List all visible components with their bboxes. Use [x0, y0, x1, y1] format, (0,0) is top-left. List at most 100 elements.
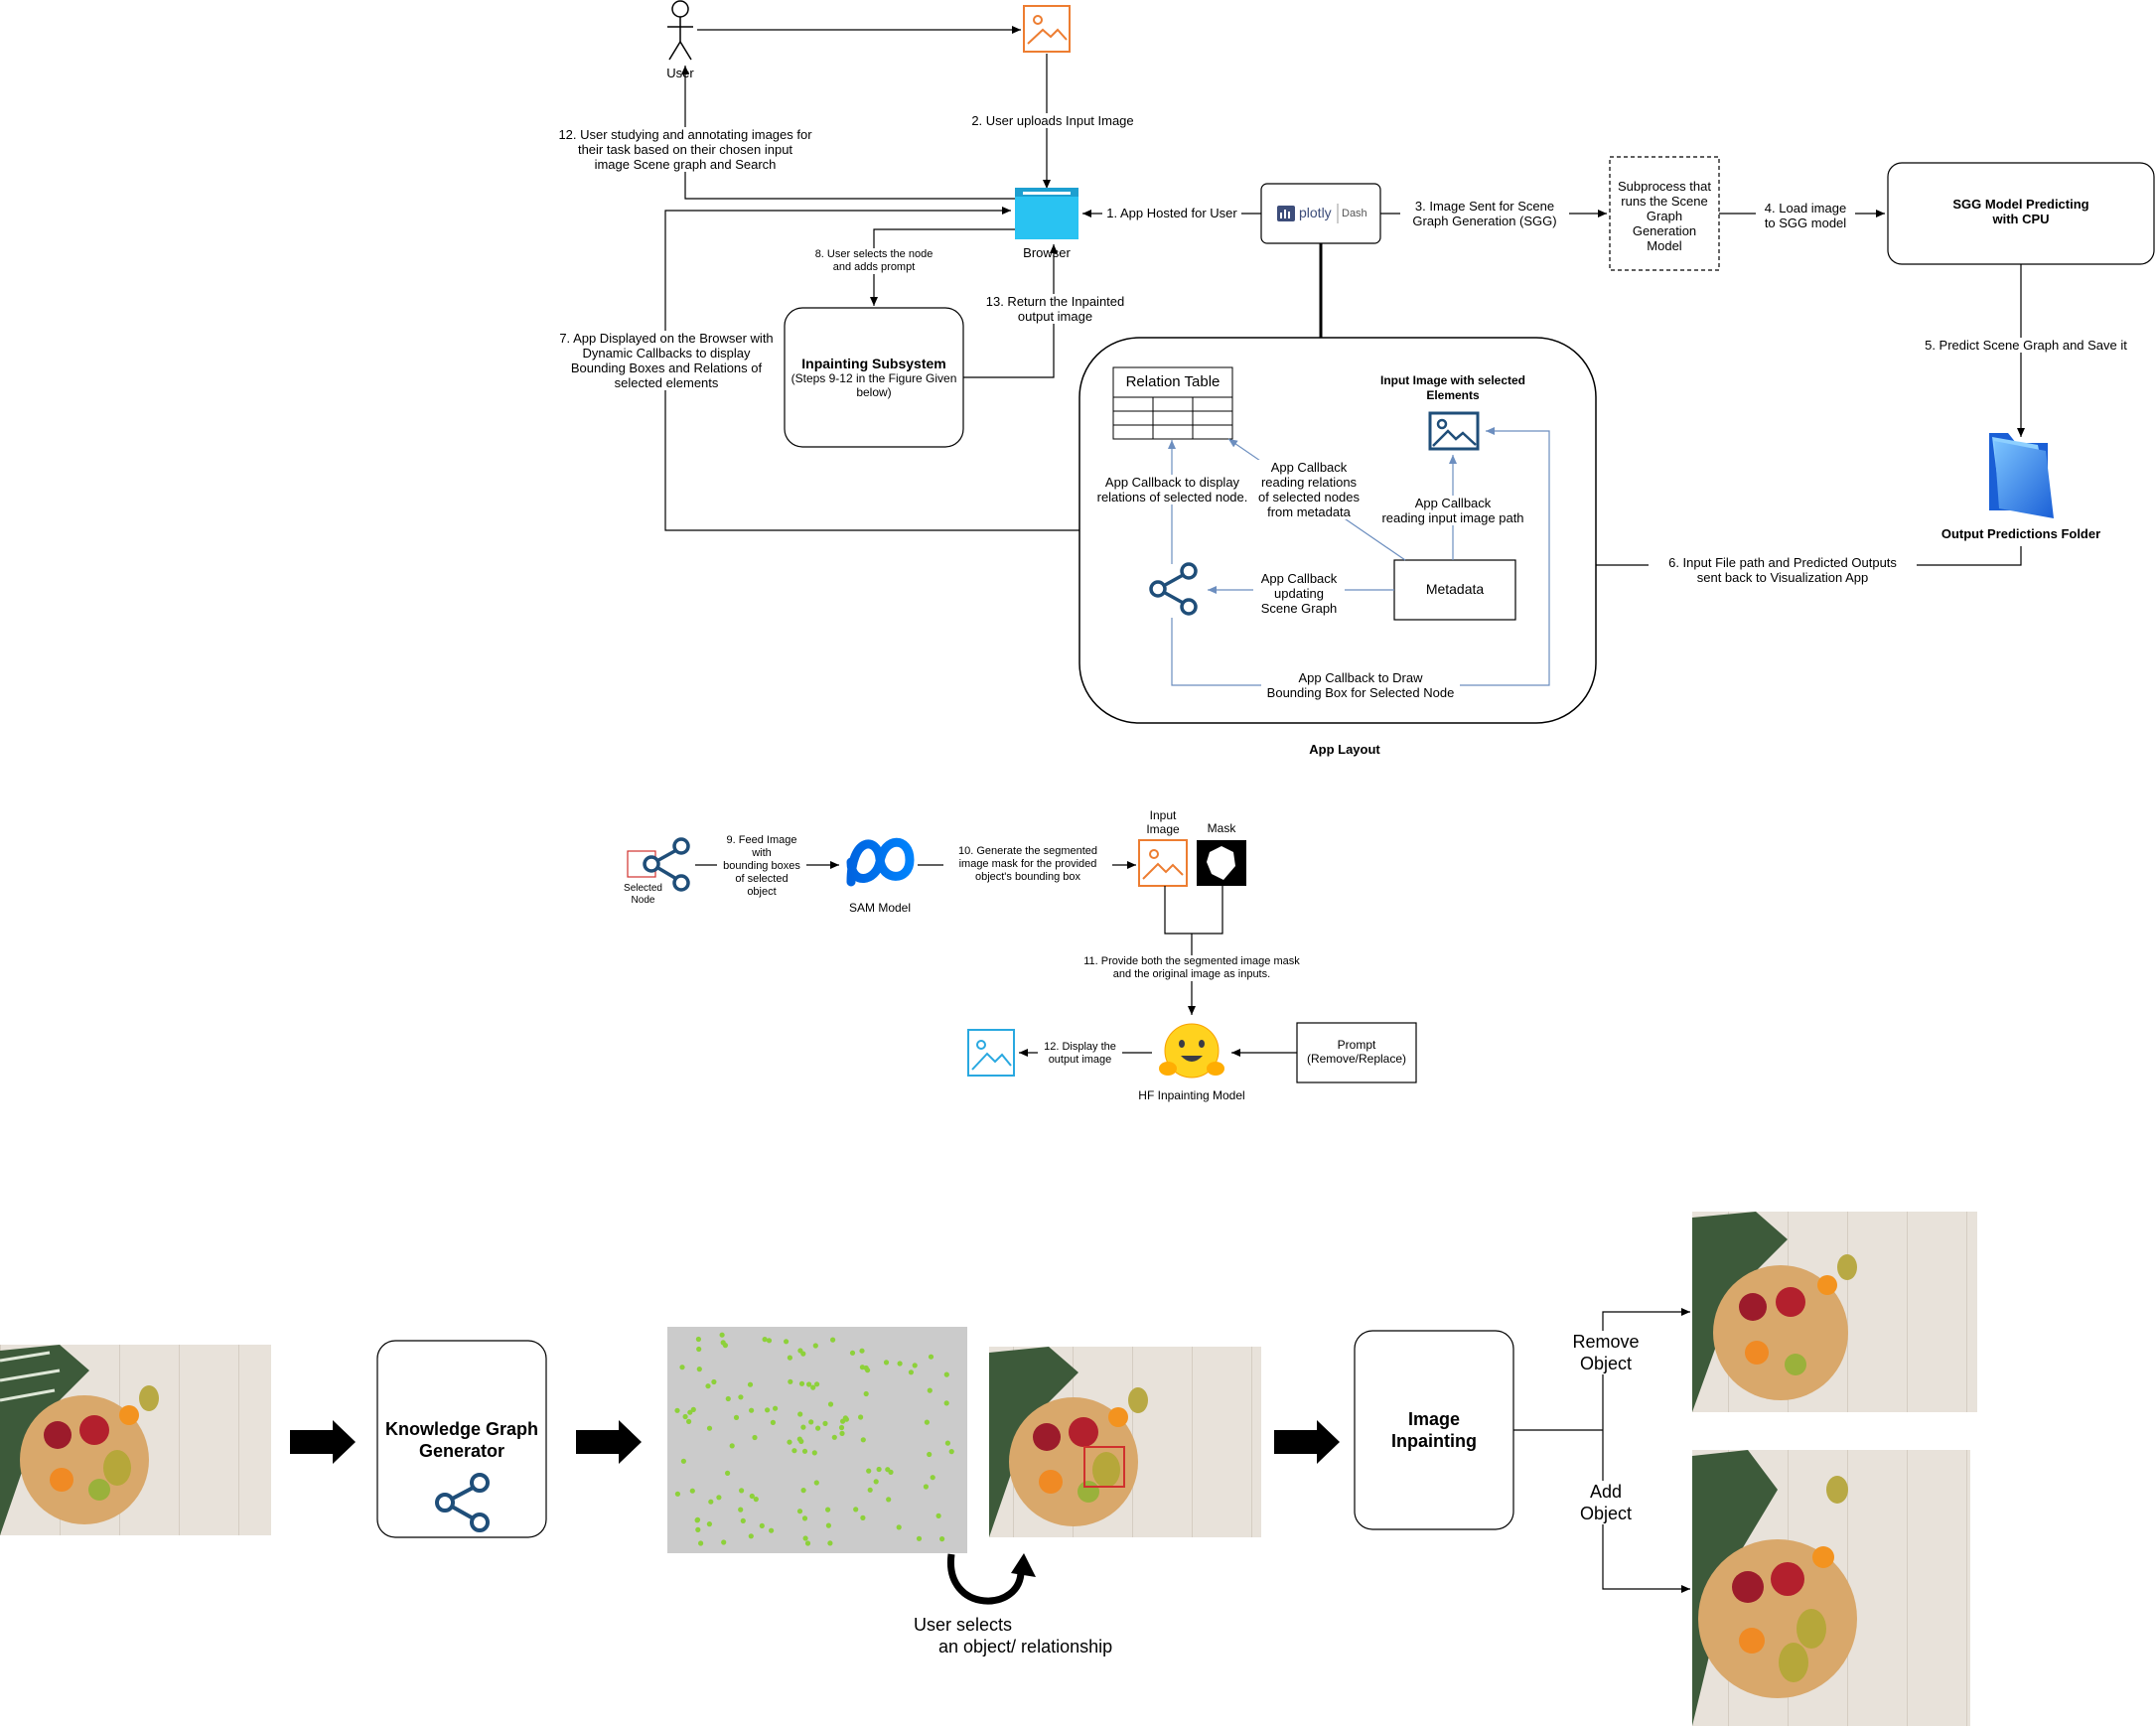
- plotly-text: plotly: [1299, 205, 1332, 220]
- relation-table-label: Relation Table: [1125, 373, 1221, 390]
- sgg-model-label: SGG Model Predicting with CPU: [1952, 197, 2089, 226]
- scene-graph-node-dot: [808, 1419, 814, 1425]
- user-selects-label: User selects an object/ relationship: [914, 1615, 1113, 1657]
- step11-label: 11. Provide both the segmented image mas…: [1073, 955, 1311, 981]
- input-image-label: Input Image: [1146, 808, 1180, 836]
- step8-label: 8. User selects the node and adds prompt: [797, 248, 950, 274]
- scene-graph-node-dot: [801, 1515, 808, 1521]
- scene-graph-node-dot: [682, 1413, 688, 1420]
- scene-graph-node-dot: [706, 1521, 713, 1527]
- hf-model-label: HF Inpainting Model: [1138, 1088, 1245, 1102]
- scene-graph-node-dot: [725, 1395, 731, 1402]
- step12-display-label: 12. Display the output image: [1038, 1041, 1122, 1067]
- scene-graph-node-dot: [695, 1526, 701, 1532]
- scene-graph-node-dot: [679, 1365, 685, 1370]
- callback-display-relations-label: App Callback to display relations of sel…: [1090, 475, 1254, 504]
- scene-graph-node-dot: [711, 1378, 717, 1385]
- scene-graph-node-dot: [831, 1434, 837, 1440]
- scene-graph-node-dot: [811, 1450, 817, 1456]
- step1-label: 1. App Hosted for User: [1102, 206, 1241, 220]
- sam-model-label: SAM Model: [848, 901, 912, 915]
- scene-graph-node-dot: [753, 1497, 759, 1503]
- scene-graph-node-dot: [800, 1488, 806, 1494]
- scene-graph-node-dot: [863, 1390, 869, 1397]
- step10-label: 10. Generate the segmented image mask fo…: [943, 845, 1112, 884]
- scene-graph-node-dot: [927, 1387, 933, 1393]
- scene-graph-node-dot: [886, 1497, 892, 1503]
- step2-label: 2. User uploads Input Image: [934, 113, 1172, 128]
- fruit-photo-removed: [1692, 1212, 1977, 1412]
- scene-graph-node-dot: [924, 1419, 931, 1425]
- inpainting-subtitle: (Steps 9-12 in the Figure Given below): [791, 371, 957, 399]
- subprocess-box: [1609, 156, 1720, 271]
- scene-graph-node-dot: [739, 1488, 745, 1494]
- scene-graph-node-dot: [674, 1407, 680, 1413]
- output-folder-label: Output Predictions Folder: [1940, 526, 2101, 541]
- scene-graph-node-dot: [797, 1411, 803, 1417]
- scene-graph-node-dot: [859, 1365, 866, 1370]
- add-object-label: Add Object: [1559, 1481, 1653, 1524]
- scene-graph-node-dot: [686, 1418, 692, 1424]
- scene-graph-node-dot: [719, 1332, 725, 1338]
- scene-graph-node-dot: [696, 1346, 702, 1353]
- scene-graph-node-dot: [923, 1484, 930, 1490]
- callback-update-sg-label: App Callback updating Scene Graph: [1253, 571, 1345, 616]
- scene-graph-node-dot: [897, 1361, 903, 1367]
- remove-object-label: Remove Object: [1559, 1331, 1653, 1374]
- step7-label: 7. App Displayed on the Browser with Dyn…: [556, 331, 777, 390]
- output-folder-icon: [1989, 433, 2054, 518]
- scene-graph-node-dot: [939, 1536, 945, 1542]
- scene-graph-node-dot: [812, 1343, 818, 1349]
- input-image-selected-label: Input Image with selected Elements: [1379, 373, 1526, 402]
- output-image-icon: [967, 1029, 1015, 1077]
- prompt-label: Prompt (Remove/Replace): [1306, 1038, 1407, 1066]
- scene-graph-node-dot: [787, 1355, 793, 1361]
- scene-graph-node-dot: [825, 1507, 831, 1513]
- plotly-logo-icon: [1277, 204, 1339, 223]
- scene-graph-node-dot: [770, 1419, 777, 1425]
- scene-graph-node-dot: [765, 1407, 771, 1413]
- scene-graph-node-dot: [748, 1533, 754, 1539]
- scene-graph-image: [667, 1327, 967, 1553]
- scene-graph-node-dot: [729, 1443, 735, 1449]
- scene-graph-node-dot: [839, 1430, 845, 1436]
- scene-graph-node-dot: [860, 1437, 866, 1443]
- scene-graph-node-dot: [749, 1493, 755, 1500]
- scene-graph-node-dot: [689, 1488, 695, 1494]
- scene-graph-node-dot: [784, 1339, 790, 1345]
- mask-label: Mask: [1207, 821, 1236, 835]
- scene-graph-node-dot: [738, 1394, 744, 1400]
- scene-graph-node-dot: [698, 1540, 704, 1546]
- scene-graph-node-dot: [883, 1360, 890, 1366]
- scene-graph-node-dot: [687, 1409, 693, 1415]
- fruit-photo-selected: [989, 1347, 1261, 1537]
- subprocess-label: Subprocess that runs the Scene Graph Gen…: [1618, 179, 1711, 253]
- scene-graph-node-dot: [810, 1384, 816, 1390]
- scene-graph-node-dot: [838, 1424, 845, 1431]
- scene-graph-node-dot: [694, 1517, 700, 1523]
- selected-elements-image-icon: [1428, 411, 1480, 451]
- scene-graph-node-dot: [813, 1480, 819, 1486]
- selected-node-label: Selected Node: [624, 883, 662, 906]
- callback-input-path-label: App Callback reading input image path: [1378, 496, 1527, 525]
- scene-graph-node-dot: [695, 1336, 702, 1343]
- metadata-box: [1393, 559, 1516, 621]
- scene-graph-node-dot: [948, 1449, 954, 1455]
- scene-graph-share-icon: [1149, 562, 1198, 616]
- scene-graph-node-dot: [896, 1524, 902, 1530]
- step13-label: 13. Return the Inpainted output image: [973, 294, 1137, 324]
- scene-graph-node-dot: [912, 1363, 918, 1369]
- step12-label: 12. User studying and annotating images …: [551, 127, 819, 172]
- scene-graph-node-dot: [866, 1468, 872, 1474]
- right-arrow-icon: [1274, 1420, 1340, 1464]
- step9-label: 9. Feed Image with bounding boxes of sel…: [717, 834, 806, 899]
- scene-graph-node-dot: [705, 1383, 711, 1389]
- inpainting-subsystem-box: [784, 307, 964, 448]
- scene-graph-node-dot: [674, 1491, 681, 1497]
- scene-graph-node-dot: [690, 1406, 696, 1412]
- scene-graph-node-dot: [865, 1368, 871, 1373]
- callback-reading-relations-label: App Callback reading relations of select…: [1249, 460, 1368, 519]
- prompt-box: [1296, 1022, 1417, 1083]
- right-arrow-icon: [576, 1420, 642, 1464]
